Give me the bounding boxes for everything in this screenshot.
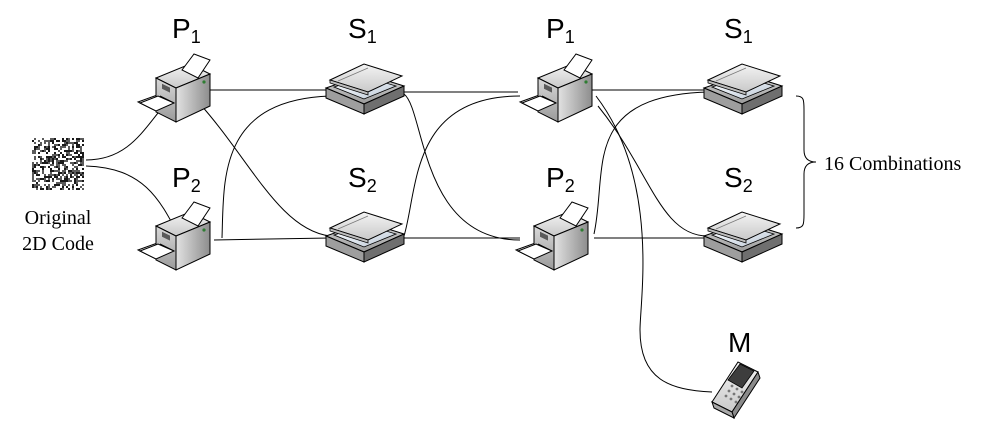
wire-p2b-s1b xyxy=(593,91,709,235)
printer-p1-stage2: P1 xyxy=(519,13,593,123)
printer-p2-stage2: P2 xyxy=(515,162,589,271)
printer-p1-stage1: P1 xyxy=(137,13,211,123)
printer-p2-label: P2 xyxy=(172,162,201,196)
wire-p1a-s2a xyxy=(199,103,331,237)
wire-p1b-mobile xyxy=(595,95,713,393)
printer-icon xyxy=(137,201,211,271)
scanner-s2-label: S2 xyxy=(724,162,753,196)
printer-p2-stage1: P2 xyxy=(137,162,211,271)
wire-p2a-s1a xyxy=(221,95,331,239)
wire-s1a-p2b xyxy=(403,93,521,241)
scanner-s1-label: S1 xyxy=(348,13,377,47)
combinations-brace: 16 Combinations xyxy=(795,95,961,229)
wire-s2a-p1b xyxy=(403,95,521,237)
mobile-device: M xyxy=(711,327,761,419)
combinations-note: 16 Combinations xyxy=(824,153,961,175)
printer-p1-label: P1 xyxy=(546,13,575,47)
scanner-s1-label: S1 xyxy=(724,13,753,47)
printer-icon xyxy=(137,53,211,123)
printer-icon xyxy=(519,53,593,123)
2d-code-icon xyxy=(32,138,84,190)
scanner-s2-stage1: S2 xyxy=(325,162,405,263)
wire-p1b-s2b xyxy=(597,105,709,237)
source-label-line1: Original xyxy=(25,207,92,229)
scanner-icon xyxy=(325,211,405,263)
scanner-icon xyxy=(703,63,783,115)
scanner-s2-stage2: S2 xyxy=(703,162,783,263)
mobile-label: M xyxy=(728,327,751,358)
original-2d-code: Original 2D Code xyxy=(22,138,94,255)
printer-icon xyxy=(515,201,589,271)
scanner-icon xyxy=(703,211,783,263)
scanner-s2-label: S2 xyxy=(348,162,377,196)
scanner-s1-stage2: S1 xyxy=(703,13,783,115)
scanner-s1-stage1: S1 xyxy=(325,13,405,115)
printer-p2-label: P2 xyxy=(546,162,575,196)
scanner-icon xyxy=(325,63,405,115)
printer-p1-label: P1 xyxy=(172,13,201,47)
source-label-line2: 2D Code xyxy=(22,233,94,255)
curly-brace xyxy=(795,95,817,229)
connection-wires xyxy=(85,89,713,393)
wire-p2a-s2a xyxy=(213,237,331,241)
mobile-phone-icon xyxy=(711,361,761,419)
